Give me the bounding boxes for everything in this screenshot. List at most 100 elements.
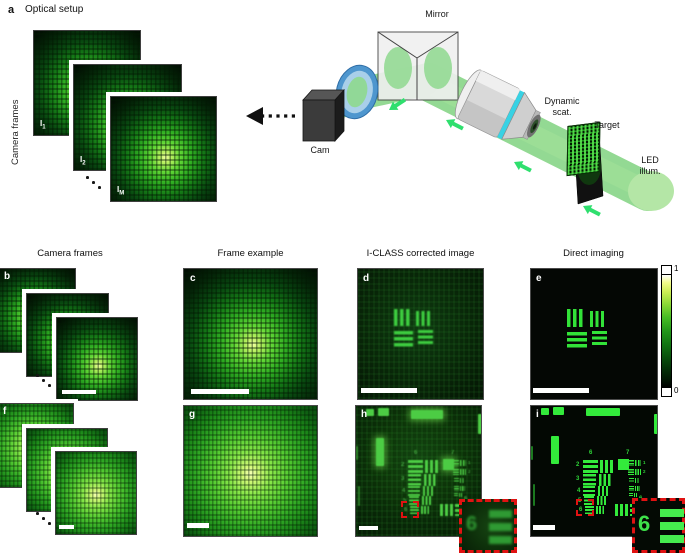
usaf-blob <box>553 407 564 415</box>
usaf-element-number: 1 <box>643 460 646 465</box>
usaf-vbars-mini <box>635 469 641 475</box>
usaf-blob <box>378 408 389 416</box>
usaf-hbars <box>583 474 596 486</box>
usaf-top-bar <box>586 408 620 416</box>
scale-bar-c <box>191 389 249 394</box>
panel-d <box>357 268 484 400</box>
panel-d-label: d <box>363 273 370 284</box>
camera-frames-axis-label: Camera frames <box>10 99 21 165</box>
usaf-top-bar <box>411 410 443 419</box>
usaf-blob <box>541 408 549 415</box>
usaf-hbars-mini <box>454 486 459 491</box>
usaf-right-bar <box>654 414 657 434</box>
objective-lens <box>454 69 541 140</box>
camera-frame-stack-b-3 <box>52 313 142 405</box>
zoom-inset-h: 6 <box>459 499 517 553</box>
panel-e <box>530 268 658 400</box>
usaf-square <box>443 459 454 470</box>
mirror-beam-spot-right <box>424 47 452 89</box>
roi-box-h <box>401 501 419 518</box>
ellipsis-dots-a <box>86 176 104 192</box>
usaf-hbars-mini <box>629 478 634 483</box>
optical-setup-diagram <box>246 31 674 220</box>
usaf-hbars <box>585 506 594 514</box>
usaf-hbars <box>567 332 587 348</box>
panel-e-label: e <box>536 273 542 284</box>
usaf-element-number: 2 <box>401 462 405 468</box>
led-illum-label: LED illum. <box>639 155 661 176</box>
usaf-vbars-mini <box>635 460 641 466</box>
usaf-group-number: 7 <box>451 450 455 456</box>
beam-arrow-3 <box>511 157 534 176</box>
roi-box-i <box>576 499 594 516</box>
usaf-edge-mark <box>356 446 358 460</box>
usaf-vbars <box>421 506 429 514</box>
usaf-element-number: 2 <box>468 469 471 474</box>
panel-c-label: c <box>190 273 196 284</box>
camera-frame-stack-a-3 <box>106 92 221 206</box>
usaf-group-number: 6 <box>414 450 418 456</box>
mirror-beam-spot-left <box>384 47 412 89</box>
inset-digit: 6 <box>638 511 651 536</box>
panel-h-label: h <box>361 409 368 420</box>
target-label: Target <box>594 120 620 130</box>
panel-b-title: Camera frames <box>37 248 103 259</box>
usaf-element-number: 5 <box>578 498 582 504</box>
usaf-vbars <box>615 504 628 516</box>
usaf-right-bar <box>478 414 481 434</box>
usaf-vbars <box>424 474 436 486</box>
scale-bar-d <box>361 388 417 393</box>
usaf-element-number: 3 <box>401 476 405 482</box>
scale-bar-f <box>59 525 74 529</box>
usaf-hbars <box>394 331 413 347</box>
ellipsis-dots-b <box>36 374 54 390</box>
usaf-hbars-mini <box>629 486 634 491</box>
panel-e-title: Direct imaging <box>563 248 624 259</box>
usaf-element-number: 2 <box>576 462 580 468</box>
output-arrow <box>246 107 295 125</box>
inset-hbars <box>660 509 684 547</box>
usaf-hbars <box>409 496 419 505</box>
panel-c <box>183 268 318 400</box>
usaf-hbars <box>583 486 595 496</box>
usaf-hbars-mini <box>629 493 633 497</box>
cam-label: Cam <box>310 145 330 155</box>
usaf-element-number: 3 <box>576 476 580 482</box>
usaf-hbars-mini <box>453 460 459 466</box>
camera-lens <box>335 64 379 120</box>
usaf-vbars <box>600 460 614 473</box>
usaf-vbars <box>422 496 431 505</box>
panel-a-title: Optical setup <box>25 4 84 15</box>
camera-frame-stack-f-3 <box>51 447 141 539</box>
usaf-vbars-mini <box>460 478 465 483</box>
ellipsis-dots-f <box>36 512 54 528</box>
panel-c-title: Frame example <box>217 248 284 259</box>
usaf-vbars <box>597 496 606 505</box>
panel-d-title: I-CLASS corrected image <box>366 248 475 259</box>
beam-arrow-4 <box>580 201 603 220</box>
usaf-hbars <box>410 506 419 514</box>
usaf-blob <box>366 409 374 416</box>
usaf-vbars <box>394 309 410 326</box>
usaf-vbars-mini <box>459 493 463 497</box>
usaf-group-number: 6 <box>589 450 593 456</box>
colorbar-cap-bottom <box>661 387 672 397</box>
usaf-vbars-mini <box>634 493 638 497</box>
colorbar-max-label: 1 <box>674 264 679 273</box>
scale-bar-b <box>62 390 96 394</box>
usaf-hbars <box>408 460 423 473</box>
inset-digit: 6 <box>466 513 478 535</box>
colorbar-min-label: 0 <box>674 386 679 395</box>
usaf-element-number: 4 <box>402 488 406 494</box>
mirror-prism-edges <box>377 31 459 100</box>
inset-hbars <box>489 510 512 546</box>
usaf-hbars-mini <box>628 469 634 475</box>
usaf-vbars <box>590 311 604 327</box>
usaf-hbars-mini <box>628 460 634 466</box>
dynamic-scat-label: Dynamic scat. <box>544 96 580 117</box>
usaf-vbars <box>596 506 604 514</box>
usaf-square <box>618 459 629 470</box>
scale-bar-h <box>359 526 378 530</box>
usaf-vbars <box>598 486 608 496</box>
